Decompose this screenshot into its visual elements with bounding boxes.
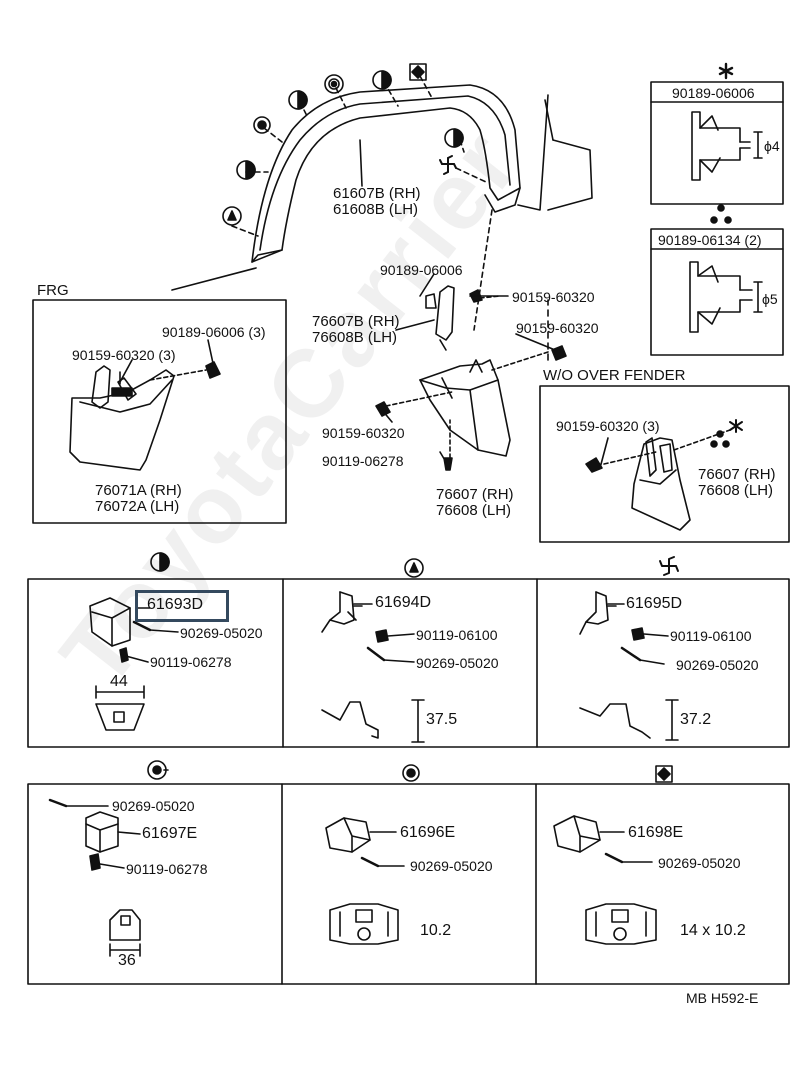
cell-3-fastener-b: 90269-05020 bbox=[676, 657, 759, 673]
cell-61695D-drawing bbox=[579, 591, 679, 741]
screw-label: 90119-06278 bbox=[322, 453, 404, 469]
clip-box-1-dim: ϕ4 bbox=[764, 138, 780, 154]
grid-symbol-pinwheel bbox=[659, 556, 679, 576]
cell-4-fastener-b: 90119-06278 bbox=[126, 861, 208, 877]
symbol-triangle-1 bbox=[222, 206, 242, 226]
cell-3-part: 61695D bbox=[626, 595, 683, 612]
cell-61696E-drawing bbox=[325, 817, 399, 945]
clip-box-2-part: 90189-06134 (2) bbox=[658, 232, 762, 248]
cell-61694D-drawing bbox=[321, 591, 425, 743]
frg-title: FRG bbox=[37, 282, 69, 299]
frg-box bbox=[32, 299, 287, 524]
grid-symbol-square bbox=[655, 765, 673, 783]
grid-symbol-ring-open bbox=[147, 760, 169, 780]
bolt-left-label: 90159-60320 bbox=[322, 425, 405, 441]
cell-3-dim: 37.2 bbox=[680, 711, 712, 728]
flap-rh-label: 76607 (RH) bbox=[436, 486, 514, 503]
cell-1-fastener-a: 90269-05020 bbox=[180, 625, 263, 641]
grid-symbol-triangle bbox=[404, 558, 424, 578]
cell-61697E-drawing bbox=[48, 798, 141, 957]
highlight-box bbox=[135, 590, 229, 622]
fender-lh-label: 61608B (LH) bbox=[333, 201, 419, 218]
grid-row-1 bbox=[27, 578, 790, 748]
bracket-clip-label: 90189-06006 bbox=[380, 262, 463, 278]
cell-2-dim: 37.5 bbox=[426, 711, 458, 728]
cell-4-dim: 36 bbox=[118, 952, 136, 969]
grid-row-2 bbox=[27, 783, 790, 985]
flap-lh-label: 76608 (LH) bbox=[436, 502, 512, 519]
footer-code: MB H592-E bbox=[686, 990, 759, 1006]
symbol-half-3 bbox=[372, 70, 392, 90]
clip-box-1-part: 90189-06006 bbox=[672, 85, 755, 101]
cell-61698E-drawing bbox=[553, 815, 657, 945]
vehicle-outline bbox=[171, 94, 593, 361]
frg-flap-rh-label: 76071A (RH) bbox=[95, 482, 182, 499]
bracket-lh-label: 76608B (LH) bbox=[312, 329, 398, 346]
symbol-half-1 bbox=[236, 160, 256, 180]
wo-flap-lh-label: 76608 (LH) bbox=[698, 482, 774, 499]
cell-3-fastener-a: 90119-06100 bbox=[670, 628, 752, 644]
symbol-pinwheel-1 bbox=[439, 155, 457, 175]
frg-flap-lh-label: 76072A (LH) bbox=[95, 498, 180, 515]
wo-title: W/O OVER FENDER bbox=[543, 367, 686, 384]
cell-1-part: 61693D bbox=[147, 596, 204, 613]
cell-4-part: 61697E bbox=[142, 825, 198, 842]
symbol-half-4 bbox=[444, 128, 464, 148]
cell-1-dim: 44 bbox=[110, 673, 128, 690]
cell-6-part: 61698E bbox=[628, 824, 684, 841]
cell-2-fastener-b: 90269-05020 bbox=[416, 655, 499, 671]
cell-6-fastener-a: 90269-05020 bbox=[658, 855, 741, 871]
frg-clip-label: 90189-06006 (3) bbox=[162, 324, 266, 340]
cell-61693D-drawing bbox=[89, 597, 152, 731]
wo-mudflap bbox=[585, 419, 743, 531]
cell-1-fastener-b: 90119-06278 bbox=[150, 654, 232, 670]
clip-box-2-dim: ϕ5 bbox=[762, 291, 778, 307]
cell-5-part: 61696E bbox=[400, 824, 456, 841]
bolt-right-label: 90159-60320 bbox=[516, 320, 599, 336]
wo-bolt-label: 90159-60320 (3) bbox=[556, 418, 660, 434]
wo-flap-rh-label: 76607 (RH) bbox=[698, 466, 776, 483]
grid-symbol-ring-dot bbox=[402, 764, 420, 782]
cell-4-fastener-a: 90269-05020 bbox=[112, 798, 195, 814]
symbol-ring-2 bbox=[324, 74, 344, 94]
grid-symbol-half bbox=[150, 552, 170, 572]
clip-box-2 bbox=[650, 204, 784, 356]
fender-rh-label: 61607B (RH) bbox=[333, 185, 421, 202]
cell-2-part: 61694D bbox=[375, 594, 432, 611]
bracket-rh-label: 76607B (RH) bbox=[312, 313, 400, 330]
cell-6-dim: 14 x 10.2 bbox=[680, 922, 746, 939]
symbol-square-1 bbox=[409, 63, 427, 81]
clip-box-1 bbox=[650, 62, 784, 205]
frg-bolt-label: 90159-60320 (3) bbox=[72, 347, 176, 363]
frg-mudflap bbox=[69, 361, 221, 471]
cell-5-dim: 10.2 bbox=[420, 922, 452, 939]
cell-5-fastener-a: 90269-05020 bbox=[410, 858, 493, 874]
cell-2-fastener-a: 90119-06100 bbox=[416, 627, 498, 643]
symbol-ring-1 bbox=[253, 116, 271, 134]
wo-fender-box bbox=[539, 385, 790, 543]
symbol-half-2 bbox=[288, 90, 308, 110]
bracket-bolt-label: 90159-60320 bbox=[512, 289, 595, 305]
over-fender bbox=[251, 84, 521, 263]
